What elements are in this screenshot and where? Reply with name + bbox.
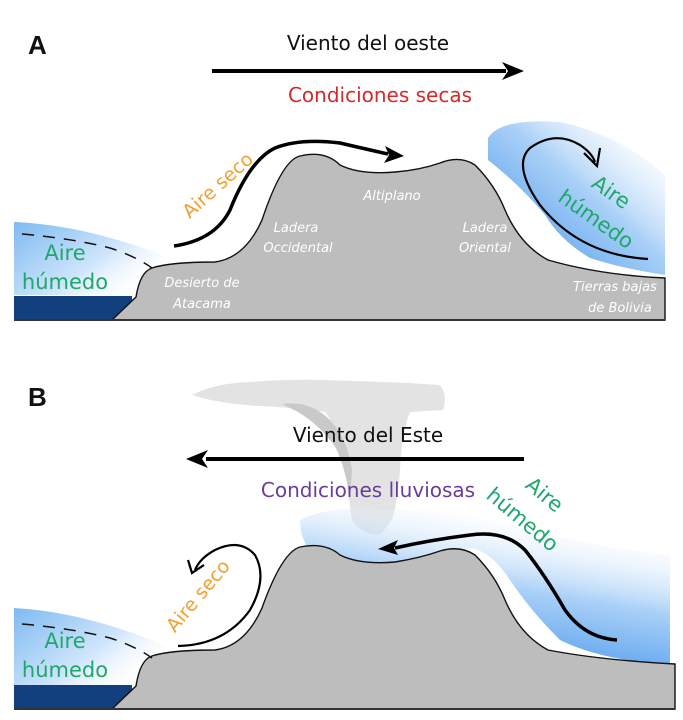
panel-a-humid-left-line1: Aire — [44, 241, 85, 265]
panel-b-letter: B — [28, 382, 47, 412]
panel-a-letter: A — [28, 30, 47, 60]
humid-air-left-a — [14, 222, 180, 295]
place-atacama-line2: Atacama — [172, 297, 231, 312]
panel-a: A Viento del oeste Condiciones secas Air… — [14, 30, 666, 321]
wind-arrow-west — [186, 450, 524, 468]
panel-b-wind-label: Viento del Este — [293, 423, 443, 447]
storm-cloud — [192, 379, 445, 535]
humid-boundary-dashed-b — [21, 623, 153, 659]
dry-air-curl-arrow-b — [177, 543, 262, 648]
wind-arrow-east — [212, 62, 524, 80]
ocean-b — [14, 685, 132, 709]
dry-air-arrowhead-a — [384, 146, 404, 163]
panel-a-humid-left-line2: húmedo — [22, 270, 108, 294]
place-lowlands-line2: de Bolivia — [588, 301, 652, 316]
humid-boundary-dashed-a — [21, 233, 153, 269]
mountain-b — [110, 544, 676, 710]
place-east-slope-line2: Oriental — [459, 241, 511, 256]
panel-a-wind-label: Viento del oeste — [287, 31, 449, 55]
place-west-slope-line1: Ladera — [274, 221, 319, 236]
humid-air-arrow-b — [394, 532, 618, 642]
panel-a-dry-air-label: Aire seco — [178, 148, 257, 223]
panel-a-conditions: Condiciones secas — [288, 83, 472, 107]
place-east-slope-line1: Ladera — [463, 221, 508, 236]
place-atacama-line1: Desierto de — [164, 276, 239, 291]
storm-cloud-shadow — [282, 403, 352, 500]
mountain-a — [110, 153, 666, 321]
ocean-a — [14, 296, 132, 320]
place-west-slope-line2: Occidental — [263, 241, 333, 256]
place-altiplano: Altiplano — [362, 189, 420, 204]
humid-air-left-b — [14, 608, 180, 685]
humid-air-right-a — [488, 121, 665, 275]
dry-air-arrow-a — [173, 139, 389, 248]
dry-air-curl-arrowhead-b — [186, 559, 205, 575]
panel-b-conditions: Condiciones lluviosas — [261, 478, 475, 502]
humid-air-curl-arrowhead-a — [583, 147, 602, 169]
place-lowlands-line1: Tierras bajas — [573, 280, 657, 295]
humid-air-curl-arrow-a — [521, 137, 649, 261]
panel-b-humid-left-line1: Aire — [44, 629, 85, 653]
humid-air-arrowhead-b — [378, 540, 398, 555]
panel-b: B Viento del Este Condiciones lluviosas … — [14, 379, 676, 710]
panel-b-humid-left-line2: húmedo — [22, 658, 108, 682]
